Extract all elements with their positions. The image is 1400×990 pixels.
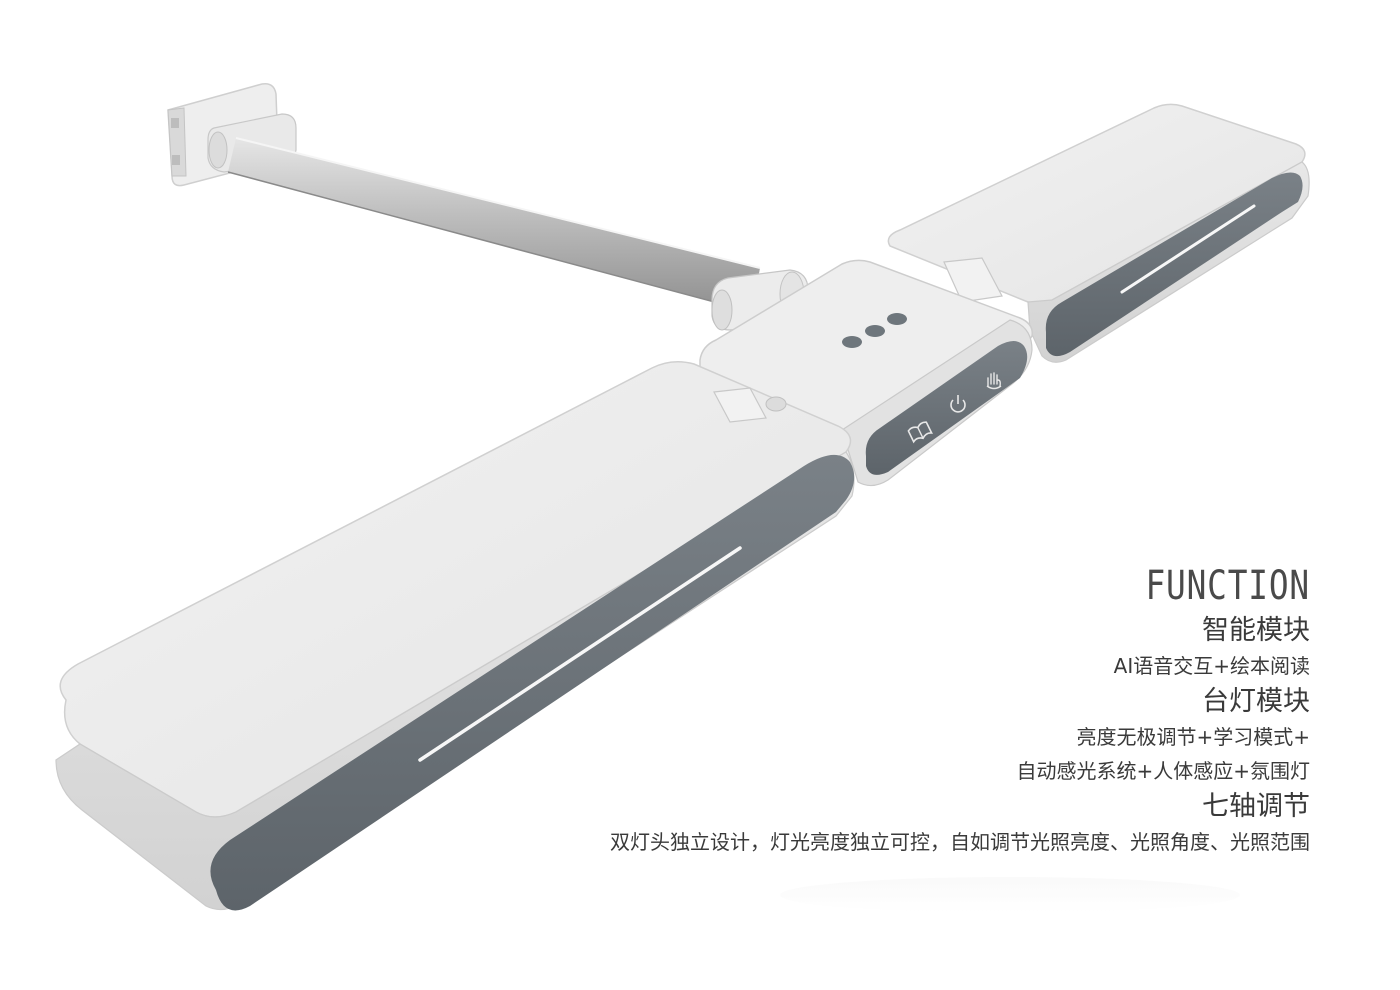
indicator-dots: [842, 313, 907, 348]
hand-icon[interactable]: [986, 372, 1002, 390]
book-icon[interactable]: [907, 421, 933, 444]
lamp-arm: [227, 137, 761, 313]
module-desc-smart: AI语音交互+绘本阅读: [1113, 654, 1310, 678]
module-desc-lamp-1: 亮度无极调节+学习模式+: [1076, 725, 1310, 749]
left-lamp-head: [55, 361, 855, 911]
module-title-lamp: 台灯模块: [1202, 686, 1310, 717]
control-hub: [699, 259, 1033, 487]
module-title-axis: 七轴调节: [1202, 791, 1310, 822]
module-title-smart: 智能模块: [1202, 615, 1310, 646]
module-desc-axis: 双灯头独立设计，灯光亮度独立可控，自如调节光照亮度、光照角度、光照范围: [610, 830, 1310, 854]
floor-reflection: [780, 877, 1240, 913]
function-heading: FUNCTION: [1145, 563, 1310, 609]
module-desc-lamp-2: 自动感光系统+人体感应+氛围灯: [1016, 759, 1310, 783]
function-panel: FUNCTION 智能模块 AI语音交互+绘本阅读 台灯模块 亮度无极调节+学习…: [430, 560, 1310, 859]
right-lamp-head: [887, 103, 1310, 363]
power-icon[interactable]: [950, 395, 966, 413]
